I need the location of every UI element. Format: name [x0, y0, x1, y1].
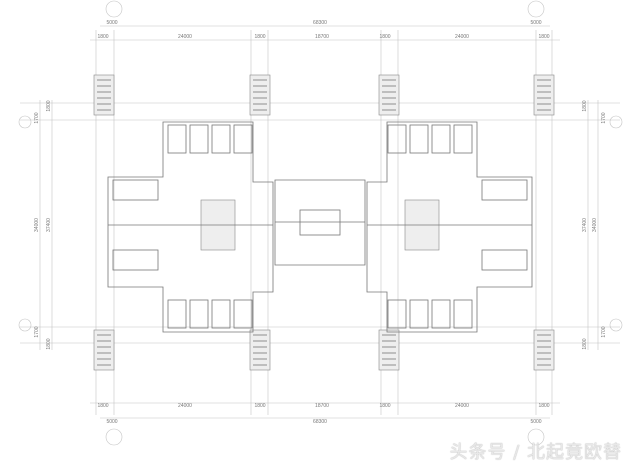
dim-top-left: 5000: [106, 20, 117, 26]
room: [112, 179, 159, 201]
dim-top-seg: 24000: [178, 34, 192, 40]
room: [387, 124, 407, 154]
axis-bubble-right-top: [609, 115, 623, 129]
dim-top-seg: 1800: [254, 34, 265, 40]
dim-bottom-total: 68300: [313, 419, 327, 425]
dim-top-seg: 18700: [315, 34, 329, 40]
room: [189, 299, 209, 329]
dim-bottom-seg: 1800: [538, 403, 549, 409]
room: [233, 124, 253, 154]
room: [409, 299, 429, 329]
dim-left-inner: 37400: [46, 218, 52, 232]
dim-bottom-seg: 1800: [379, 403, 390, 409]
dim-bottom-seg: 1800: [97, 403, 108, 409]
dim-right-top-b: 1700: [601, 112, 607, 123]
dim-right-inner: 37400: [582, 218, 588, 232]
axis-bubble-bottom-right: [527, 428, 545, 446]
central-block-outline: [274, 179, 366, 266]
building-wing-outline: [107, 121, 274, 333]
dim-top-seg: 1800: [538, 34, 549, 40]
dim-right-top-a: 1800: [582, 100, 588, 111]
room: [167, 124, 187, 154]
room: [189, 124, 209, 154]
dim-top-seg: 1800: [379, 34, 390, 40]
dim-right-outer: 34000: [592, 218, 598, 232]
central-core: [299, 209, 341, 236]
room: [211, 124, 231, 154]
room: [387, 299, 407, 329]
room: [431, 299, 451, 329]
stair-core: [93, 74, 115, 116]
dim-left-bottom-a: 1700: [34, 326, 40, 337]
dim-left-bottom-b: 1800: [46, 338, 52, 349]
axis-bubble-bottom-left: [105, 428, 123, 446]
room: [453, 124, 473, 154]
dim-bottom-seg: 1800: [254, 403, 265, 409]
dim-top-total: 68300: [313, 20, 327, 26]
room: [409, 124, 429, 154]
dim-right-bottom-a: 1700: [601, 326, 607, 337]
room: [481, 249, 528, 271]
dim-top-seg: 24000: [455, 34, 469, 40]
stair-core: [249, 329, 271, 371]
axis-bubble-top-right: [527, 0, 545, 18]
room: [453, 299, 473, 329]
room: [167, 299, 187, 329]
dim-bottom-right: 5000: [530, 419, 541, 425]
dim-top-right: 5000: [530, 20, 541, 26]
building-wing-outline: [366, 121, 533, 333]
room: [431, 124, 451, 154]
dim-left-top-b: 1700: [34, 112, 40, 123]
dim-bottom-seg: 24000: [178, 403, 192, 409]
dim-bottom-seg: 24000: [455, 403, 469, 409]
dim-left-outer: 34000: [34, 218, 40, 232]
axis-bubble-top-left: [105, 0, 123, 18]
dim-bottom-seg: 18700: [315, 403, 329, 409]
axis-bubble-left-top: [18, 115, 32, 129]
room: [211, 299, 231, 329]
room: [112, 249, 159, 271]
room: [481, 179, 528, 201]
stair-core: [378, 329, 400, 371]
stair-core: [93, 329, 115, 371]
dim-left-top-a: 1800: [46, 100, 52, 111]
dim-right-bottom-b: 1800: [582, 338, 588, 349]
stair-core: [378, 74, 400, 116]
stair-core: [533, 74, 555, 116]
room: [233, 299, 253, 329]
axis-bubble-left-bottom: [18, 318, 32, 332]
stair-core: [533, 329, 555, 371]
dim-top-seg: 1800: [97, 34, 108, 40]
watermark: 头条号 / 北起竟欧替: [449, 442, 622, 463]
dim-bottom-left: 5000: [106, 419, 117, 425]
axis-bubble-right-bottom: [609, 318, 623, 332]
stair-core: [249, 74, 271, 116]
